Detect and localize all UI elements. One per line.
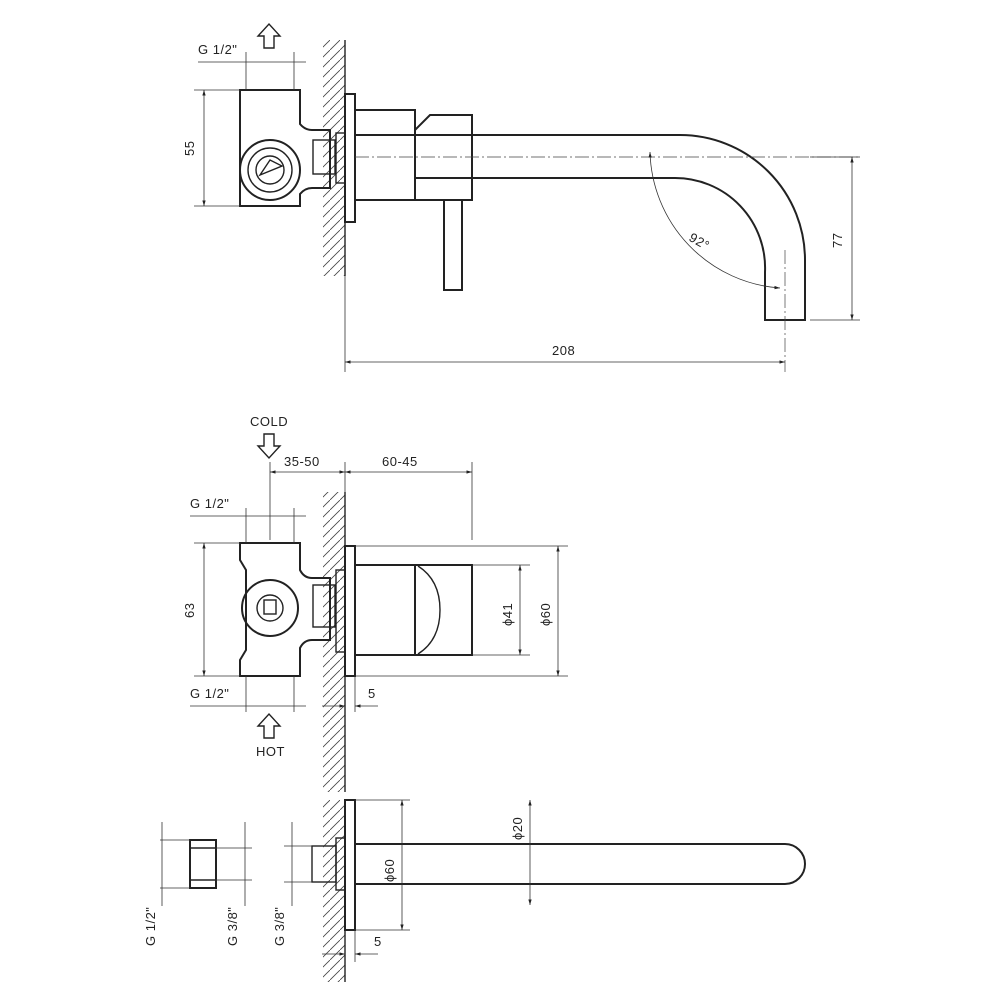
adapter-fitting <box>189 839 217 889</box>
wall-plate <box>344 93 356 223</box>
flow-up-arrow-icon <box>256 22 282 49</box>
thread-mid-label: G 3/8" <box>225 907 240 946</box>
cold-arrow-icon <box>256 433 282 460</box>
plate-boss <box>335 132 346 184</box>
plate-diameter-label: ϕ60 <box>538 603 553 626</box>
spout-diameter-label: ϕ20 <box>510 817 525 840</box>
spout <box>355 134 806 321</box>
projection-208-label: 208 <box>552 343 575 358</box>
height-63-label: 63 <box>182 603 197 618</box>
wall-hatch <box>323 40 345 276</box>
trim-body <box>354 564 473 656</box>
lever-diameter-label: ϕ41 <box>500 603 515 626</box>
valve-body <box>239 89 336 207</box>
middle-view: COLD 35-50 60-45 G 1/2" 63 G 1/2" HOT <box>182 414 568 792</box>
spout-wall-plate <box>344 799 356 931</box>
drop-77-label: 77 <box>830 233 845 248</box>
hot-arrow-icon <box>256 712 282 739</box>
depth-range-label: 35-50 <box>284 454 320 469</box>
cold-label: COLD <box>250 414 288 429</box>
spout-plate-5-label: 5 <box>374 934 382 949</box>
lever-profile <box>417 565 441 655</box>
angle-label: 92° <box>687 230 713 254</box>
mixer-body <box>354 109 473 291</box>
thread-left-label: G 1/2" <box>143 907 158 946</box>
mid-thread-bottom-label: G 1/2" <box>190 686 229 701</box>
spout-tube <box>355 843 806 885</box>
top-thread-label: G 1/2" <box>198 42 237 57</box>
spout-plate-diameter-label: ϕ60 <box>382 859 397 882</box>
height-55-label: 55 <box>182 141 197 156</box>
top-view: 92° G 1/2" 55 77 208 <box>182 22 860 372</box>
wall-plate-2 <box>344 545 356 677</box>
wall-hatch-3 <box>323 800 345 982</box>
wall-hatch-2 <box>323 492 345 792</box>
angle-arc <box>648 151 781 290</box>
lever-handle <box>443 199 463 291</box>
plate-5-label: 5 <box>368 686 376 701</box>
hot-label: HOT <box>256 744 285 759</box>
mid-thread-top-label: G 1/2" <box>190 496 229 511</box>
trim-range-label: 60-45 <box>382 454 418 469</box>
thread-wall-label: G 3/8" <box>272 907 287 946</box>
valve-body-front <box>239 542 336 677</box>
bottom-view: G 1/2" G 3/8" G 3/8" ϕ20 ϕ60 5 <box>143 799 806 982</box>
